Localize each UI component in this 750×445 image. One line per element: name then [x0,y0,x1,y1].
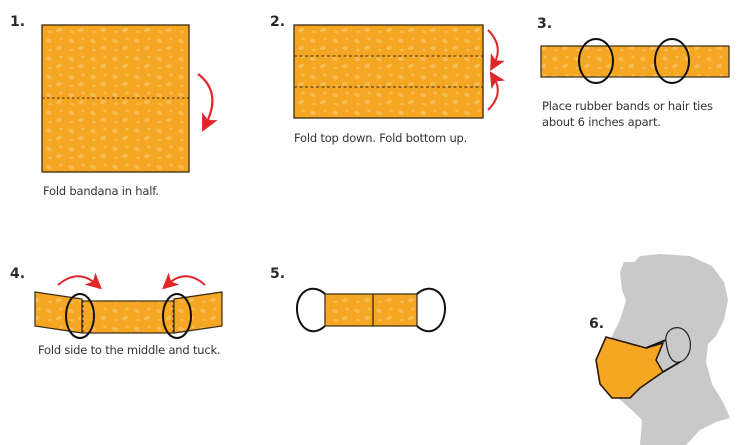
mask-body [324,293,418,327]
fold-left-arrow-icon [162,272,206,290]
step-2-number: 2. [270,14,286,30]
fabric-center [81,300,175,334]
rubber-band-left-icon [578,38,614,84]
step-4-caption: Fold side to the middle and tuck. [38,343,221,357]
step-2-caption: Fold top down. Fold bottom up. [294,131,468,145]
step-6 [595,254,730,445]
fold-arrow-icon [197,73,218,132]
ear-loop-right-icon [416,287,447,333]
folded-bandana [293,24,484,119]
fabric-strip [540,45,730,78]
step-5 [295,287,447,333]
step-3-number: 3. [537,16,553,32]
step-1-caption: Fold bandana in half. [43,184,159,198]
step-4 [34,272,223,339]
step-5-number: 5. [270,266,286,282]
step-3-caption-line1: Place rubber bands or hair ties [542,99,713,113]
fabric-right-flap [173,291,223,334]
rubber-band-right-icon [162,293,192,339]
mask-worn [595,336,664,399]
fold-down-arrow-icon [487,29,505,71]
fold-right-arrow-icon [57,272,102,290]
fabric-left-flap [34,291,83,334]
step-6-number: 6. [589,316,605,332]
step-1 [41,24,218,173]
ear-icon [665,327,691,363]
step-3 [540,38,730,84]
step-3-caption-line2: about 6 inches apart. [542,115,661,129]
step-2 [293,24,506,119]
rubber-band-right-icon [654,38,690,84]
ear-strap [645,339,681,373]
ear-loop-left-icon [295,287,326,333]
fold-up-arrow-icon [487,71,506,111]
rubber-band-left-icon [65,293,95,339]
step-1-number: 1. [10,14,26,30]
step-4-number: 4. [10,266,26,282]
